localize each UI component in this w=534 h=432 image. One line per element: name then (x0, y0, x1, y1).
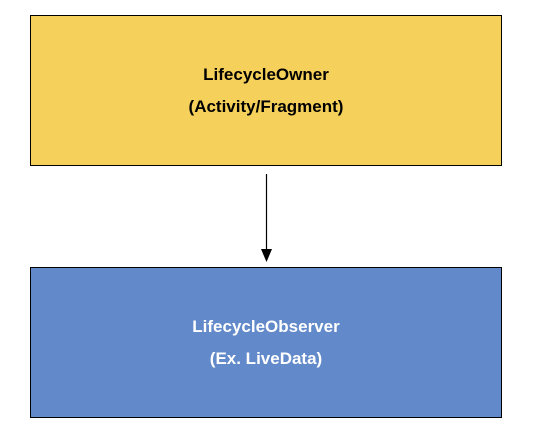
lifecycle-owner-subtitle: (Activity/Fragment) (188, 96, 344, 116)
lifecycle-observer-subtitle: (Ex. LiveData) (209, 348, 323, 368)
lifecycle-owner-box: LifecycleOwner (Activity/Fragment) (30, 15, 502, 166)
lifecycle-observer-title: LifecycleObserver (192, 316, 340, 336)
lifecycle-observer-box: LifecycleObserver (Ex. LiveData) (30, 267, 502, 418)
lifecycle-owner-title: LifecycleOwner (203, 64, 329, 84)
arrowhead-icon (261, 249, 272, 262)
